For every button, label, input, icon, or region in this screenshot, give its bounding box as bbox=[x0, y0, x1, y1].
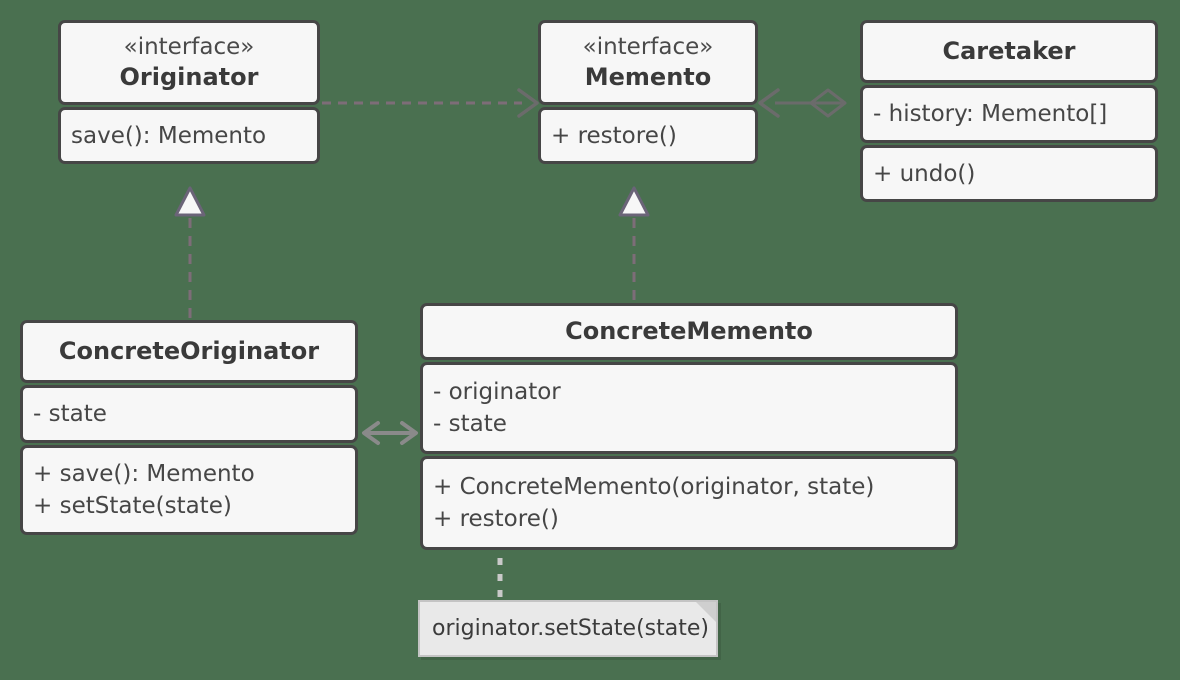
class-originator[interactable]: «interface» Originator save(): Memento bbox=[58, 20, 320, 164]
class-originator-header: «interface» Originator bbox=[58, 20, 320, 105]
class-memento-header: «interface» Memento bbox=[538, 20, 758, 105]
class-originator-name: Originator bbox=[119, 63, 259, 91]
class-concreteoriginator-name: ConcreteOriginator bbox=[58, 337, 320, 365]
relation-caretaker-aggregates-memento bbox=[758, 88, 847, 118]
class-member: + ConcreteMemento(originator, state) bbox=[433, 474, 875, 500]
class-caretaker-attributes: - history: Memento[] bbox=[860, 85, 1158, 143]
class-concreteoriginator-methods: + save(): Memento + setState(state) bbox=[20, 445, 358, 535]
relation-concreteoriginator-realizes-originator bbox=[174, 186, 206, 318]
note-fold-corner bbox=[696, 602, 716, 622]
relation-originator-depends-memento bbox=[322, 88, 539, 118]
class-member: + save(): Memento bbox=[33, 461, 255, 487]
class-memento-methods: + restore() bbox=[538, 107, 758, 164]
class-caretaker-header: Caretaker bbox=[860, 20, 1158, 83]
class-member: + setState(state) bbox=[33, 493, 232, 519]
class-member: - state bbox=[433, 411, 507, 437]
class-originator-methods: save(): Memento bbox=[58, 107, 320, 164]
class-caretaker-methods: + undo() bbox=[860, 145, 1158, 202]
class-originator-stereotype: «interface» bbox=[123, 34, 255, 60]
note-setstate[interactable]: originator.setState(state) bbox=[418, 600, 718, 657]
class-member: - history: Memento[] bbox=[873, 101, 1108, 127]
class-member: - originator bbox=[433, 379, 561, 405]
class-member: + restore() bbox=[551, 122, 677, 149]
relation-concretememento-realizes-memento bbox=[618, 186, 650, 300]
class-memento-name: Memento bbox=[584, 63, 712, 91]
class-concretememento-name: ConcreteMemento bbox=[565, 317, 813, 345]
class-concretememento-methods: + ConcreteMemento(originator, state) + r… bbox=[420, 456, 958, 550]
class-caretaker-name: Caretaker bbox=[942, 37, 1076, 65]
relation-concrete-association bbox=[362, 421, 418, 445]
class-member: + undo() bbox=[873, 160, 976, 187]
class-concreteoriginator-header: ConcreteOriginator bbox=[20, 320, 358, 383]
class-concretememento-attributes: - originator - state bbox=[420, 362, 958, 454]
class-concretememento-header: ConcreteMemento bbox=[420, 303, 958, 360]
class-member: - state bbox=[33, 401, 107, 427]
class-memento[interactable]: «interface» Memento + restore() bbox=[538, 20, 758, 164]
note-text: originator.setState(state) bbox=[432, 616, 709, 641]
class-member: save(): Memento bbox=[71, 122, 267, 149]
class-member: + restore() bbox=[433, 506, 559, 532]
class-concreteoriginator[interactable]: ConcreteOriginator - state + save(): Mem… bbox=[20, 320, 358, 535]
class-concreteoriginator-attributes: - state bbox=[20, 385, 358, 443]
class-concretememento[interactable]: ConcreteMemento - originator - state + C… bbox=[420, 303, 958, 550]
class-memento-stereotype: «interface» bbox=[582, 34, 714, 60]
class-caretaker[interactable]: Caretaker - history: Memento[] + undo() bbox=[860, 20, 1158, 202]
